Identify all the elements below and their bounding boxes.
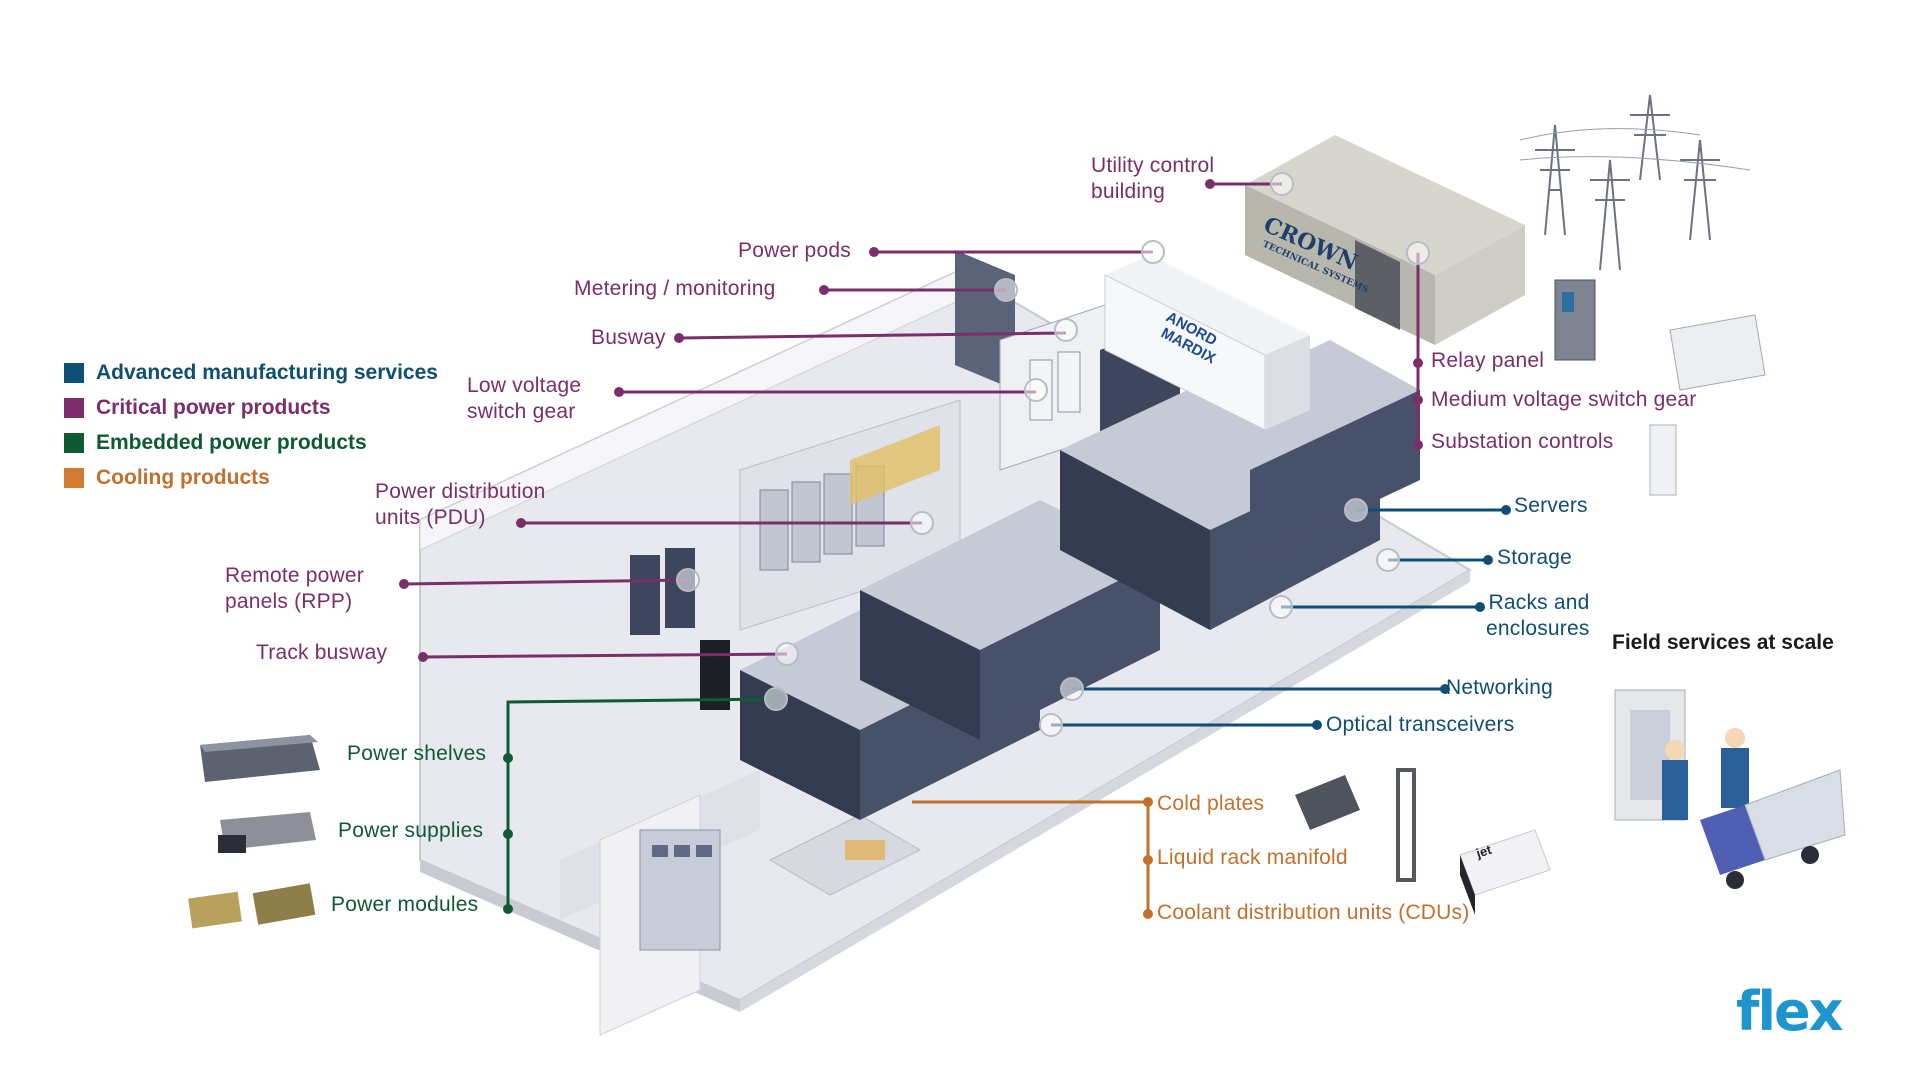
label-track-busway: Track busway [256,641,388,664]
label-low-voltage-line1: Low voltage [467,374,582,397]
flex-logo: flex [1736,980,1843,1043]
label-rpp-line1: Remote power [225,564,364,587]
label-cold-plates: Cold plates [1157,792,1265,815]
label-busway: Busway [591,326,666,349]
label-racks-line1: Racks and [1488,591,1590,614]
label-low-voltage-line2: switch gear [467,400,576,423]
label-substation-controls: Substation controls [1431,430,1614,453]
label-utility-control-building: Utility control building [1091,153,1214,205]
utility-building [1245,135,1525,345]
label-racks-enclosures: Racks and enclosures [1486,590,1590,642]
legend-label-embedded-power: Embedded power products [96,430,367,454]
label-rpp-line2: panels (RPP) [225,590,353,613]
switchgear-products [1554,279,1766,496]
legend-swatch-embedded-power [64,432,84,453]
label-power-pods: Power pods [738,239,851,262]
embedded-products [188,735,320,929]
legend-label-ams: Advanced manufacturing services [96,360,438,384]
label-metering-monitoring: Metering / monitoring [574,277,776,300]
label-networking: Networking [1446,676,1554,699]
legend-item-cooling: Cooling products [64,460,438,495]
hotspot-rings [676,172,1430,737]
label-low-voltage-switch-gear: Low voltage switch gear [467,373,581,425]
label-servers: Servers [1514,494,1588,517]
legend: Advanced manufacturing services Critical… [64,355,438,495]
label-pdu-line1: Power distribution [375,480,546,503]
legend-item-embedded-power: Embedded power products [64,425,438,460]
label-pdu: Power distribution units (PDU) [375,479,546,531]
label-optical-transceivers: Optical transceivers [1326,713,1515,736]
legend-swatch-critical-power [64,397,84,418]
connector-lines [403,182,1506,914]
label-rpp: Remote power panels (RPP) [225,563,364,615]
label-power-modules: Power modules [331,893,479,916]
legend-item-critical-power: Critical power products [64,390,438,425]
label-relay-panel: Relay panel [1431,349,1545,372]
label-liquid-rack-manifold: Liquid rack manifold [1157,846,1348,869]
field-services-illustration [1614,689,1846,889]
label-power-shelves: Power shelves [347,742,487,765]
transmission-towers [1519,94,1751,271]
legend-label-critical-power: Critical power products [96,395,331,419]
connector-endpoints [399,179,1511,919]
rack-rows [740,340,1420,820]
legend-label-cooling: Cooling products [96,465,270,489]
label-utility-control-building-line1: Utility control [1091,154,1215,177]
legend-swatch-cooling [64,467,84,488]
label-utility-control-building-line2: building [1091,180,1165,203]
legend-item-ams: Advanced manufacturing services [64,355,438,390]
label-storage: Storage [1497,546,1572,569]
field-services-title: Field services at scale [1612,631,1834,654]
cooling-products [1295,768,1551,915]
label-racks-line2: enclosures [1486,617,1590,640]
label-power-supplies: Power supplies [338,819,484,842]
jetcool-brand-text: jet [1473,842,1494,861]
power-pod-unit [1104,255,1310,431]
legend-swatch-ams [64,362,84,383]
label-pdu-line2: units (PDU) [375,506,486,529]
label-medium-voltage-switch-gear: Medium voltage switch gear [1431,388,1697,411]
label-cdus: Coolant distribution units (CDUs) [1157,901,1470,924]
